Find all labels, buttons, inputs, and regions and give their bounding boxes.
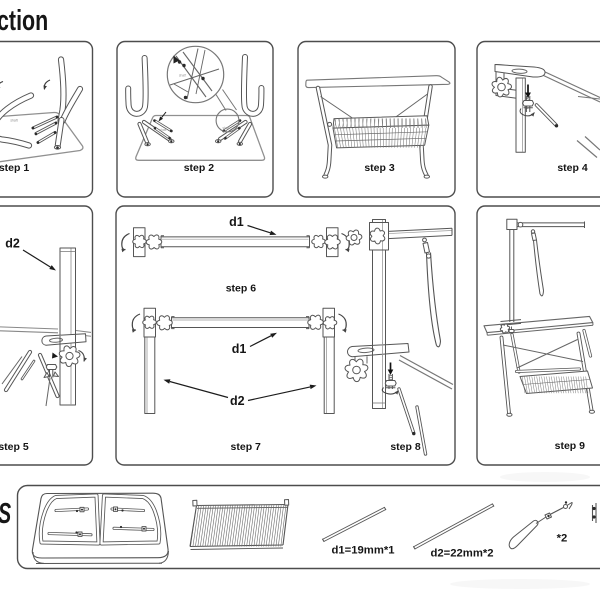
- svg-text:*2: *2: [557, 533, 568, 545]
- svg-text:shaft: shaft: [223, 126, 230, 130]
- svg-text:step 7: step 7: [231, 441, 262, 453]
- svg-text:ction: ction: [0, 5, 48, 37]
- svg-text:step 1: step 1: [0, 162, 29, 174]
- svg-text:step 4: step 4: [557, 162, 588, 174]
- svg-text:d2=22mm*2: d2=22mm*2: [430, 548, 493, 560]
- svg-text:step 9: step 9: [555, 440, 586, 452]
- svg-text:step 3: step 3: [364, 162, 395, 174]
- svg-text:shaft: shaft: [179, 74, 186, 78]
- svg-text:shaft: shaft: [10, 119, 17, 123]
- svg-text:shaft: shaft: [160, 128, 167, 132]
- svg-text:d1: d1: [229, 215, 244, 229]
- svg-text:step 2: step 2: [184, 162, 215, 174]
- svg-text:step 6: step 6: [226, 282, 257, 294]
- svg-text:d2: d2: [5, 237, 20, 251]
- svg-text:d1: d1: [232, 342, 247, 356]
- svg-text:S: S: [0, 498, 12, 530]
- svg-text:step 5: step 5: [0, 441, 29, 453]
- svg-text:d1=19mm*1: d1=19mm*1: [331, 545, 394, 557]
- svg-text:d2: d2: [230, 394, 245, 408]
- svg-text:step 8: step 8: [390, 441, 421, 453]
